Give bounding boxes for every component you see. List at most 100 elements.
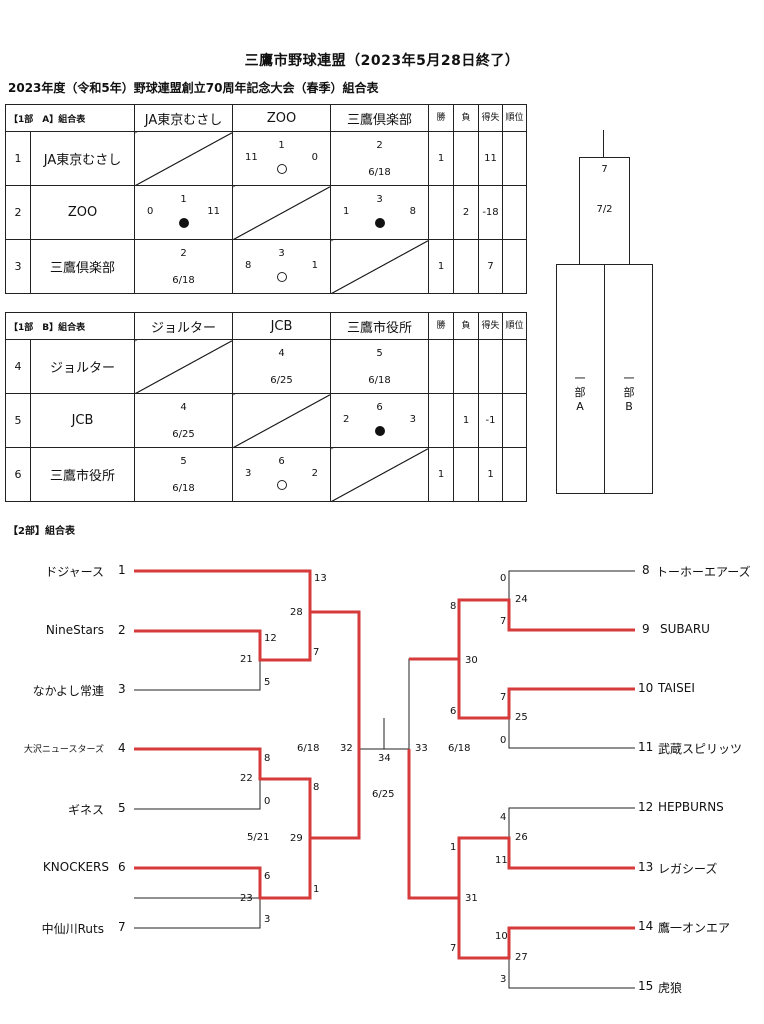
score-right: 8: [409, 206, 416, 217]
group-b-label: 【1部 B】組合表: [5, 312, 135, 340]
game-number: 5: [180, 456, 187, 467]
right-team-no: 9: [642, 622, 650, 636]
win-circle-icon: [276, 480, 287, 490]
bracket-score: 0: [264, 796, 271, 807]
self-match-cell: [232, 185, 331, 240]
right-team-name: HEPBURNS: [658, 800, 724, 814]
bracket-score: 3: [500, 974, 507, 985]
left-team-no: 2: [118, 623, 126, 637]
left-team-no: 4: [118, 741, 126, 755]
loss-dot-icon: [374, 426, 385, 436]
lose-header: 負: [453, 104, 479, 132]
bracket-game-no: 23: [240, 893, 253, 904]
bracket-date: 6/25: [372, 789, 395, 800]
score-right: 0: [311, 152, 318, 163]
bracket-score: 3: [264, 914, 271, 925]
final-game-no: 7: [601, 164, 608, 175]
team-number: 6: [5, 447, 31, 502]
score-left: 2: [343, 414, 350, 425]
bracket-line: [459, 807, 635, 839]
bracket-game-no: 31: [465, 893, 478, 904]
right-team-name: 虎狼: [658, 981, 683, 995]
left-team-name: 大沢ニュースターズ: [23, 745, 104, 755]
game-number: 4: [180, 402, 187, 413]
score-right: 3: [409, 414, 416, 425]
run-diff: 1: [478, 447, 503, 502]
diff-header: 得失: [478, 104, 503, 132]
lose-header: 負: [453, 312, 479, 340]
team-name: ジョルター: [30, 339, 135, 394]
team-name: 三鷹倶楽部: [30, 239, 135, 294]
self-match-cell: [134, 131, 233, 186]
bracket-date: 6/18: [297, 743, 320, 754]
bracket-game-no: 32: [340, 743, 353, 754]
bracket-line: [134, 898, 261, 929]
group-a-col-header: 三鷹倶楽部: [330, 104, 429, 132]
left-team-name: なかよし常連: [32, 684, 104, 698]
lose-count: [453, 131, 479, 186]
team-name: JA東京むさし: [30, 131, 135, 186]
score-right: 11: [207, 206, 220, 217]
right-team-no: 10: [638, 681, 654, 695]
bracket-score: 10: [495, 931, 508, 942]
bracket-score: 5: [264, 677, 271, 688]
score-left: 0: [147, 206, 154, 217]
bracket-date: 6/18: [448, 743, 471, 754]
game-number: 6: [278, 456, 285, 467]
page-subtitle: 2023年度（令和5年）野球連盟創立70周年記念大会（春季）組合表: [8, 81, 379, 95]
match-date: 6/18: [368, 167, 391, 178]
bracket-lines: [134, 570, 635, 989]
winner-path: [134, 838, 312, 900]
bracket-game-no: 28: [290, 607, 303, 618]
match-date: 6/18: [172, 483, 195, 494]
win-circle-icon: [276, 272, 287, 282]
match-cell-content: 2 6/18: [331, 132, 428, 185]
loss-dot-icon: [374, 218, 385, 228]
win-header: 勝: [428, 312, 454, 340]
game-number: 1: [278, 140, 285, 151]
bracket-game-no: 33: [415, 743, 428, 754]
rank: [502, 339, 527, 394]
game-number: 3: [278, 248, 285, 259]
right-team-name: トーホーエアーズ: [656, 565, 751, 579]
right-team-no: 13: [638, 860, 654, 874]
bracket-score: 7: [500, 616, 507, 627]
final-box: [579, 157, 630, 265]
left-team-name: ドジャース: [45, 565, 104, 579]
left-team-no: 1: [118, 563, 126, 577]
bracket-score: 11: [495, 855, 508, 866]
left-team-name: NineStars: [45, 623, 104, 637]
bracket-line: [508, 718, 635, 749]
left-team-no: 7: [118, 920, 126, 934]
bracket-line: [134, 779, 261, 810]
final-right-label: 一部B: [623, 372, 635, 413]
winner-lines: [134, 569, 635, 960]
bracket-score: 12: [264, 633, 277, 644]
bracket-score: 1: [450, 842, 457, 853]
lose-count: [453, 447, 479, 502]
bracket-game-no: 25: [515, 712, 528, 723]
game-number: 2: [376, 140, 383, 151]
left-team-name: ギネス: [67, 803, 104, 817]
bracket-score: 0: [500, 735, 507, 746]
win-count: 1: [428, 447, 454, 502]
left-team-name: KNOCKERS: [42, 860, 109, 874]
left-team-name: 中仙川Ruts: [41, 922, 104, 936]
bracket-score: 8: [264, 753, 271, 764]
bracket-score: 6: [450, 706, 457, 717]
score-right: 1: [311, 260, 318, 271]
win-count: [428, 339, 454, 394]
self-match-cell: [232, 393, 331, 448]
